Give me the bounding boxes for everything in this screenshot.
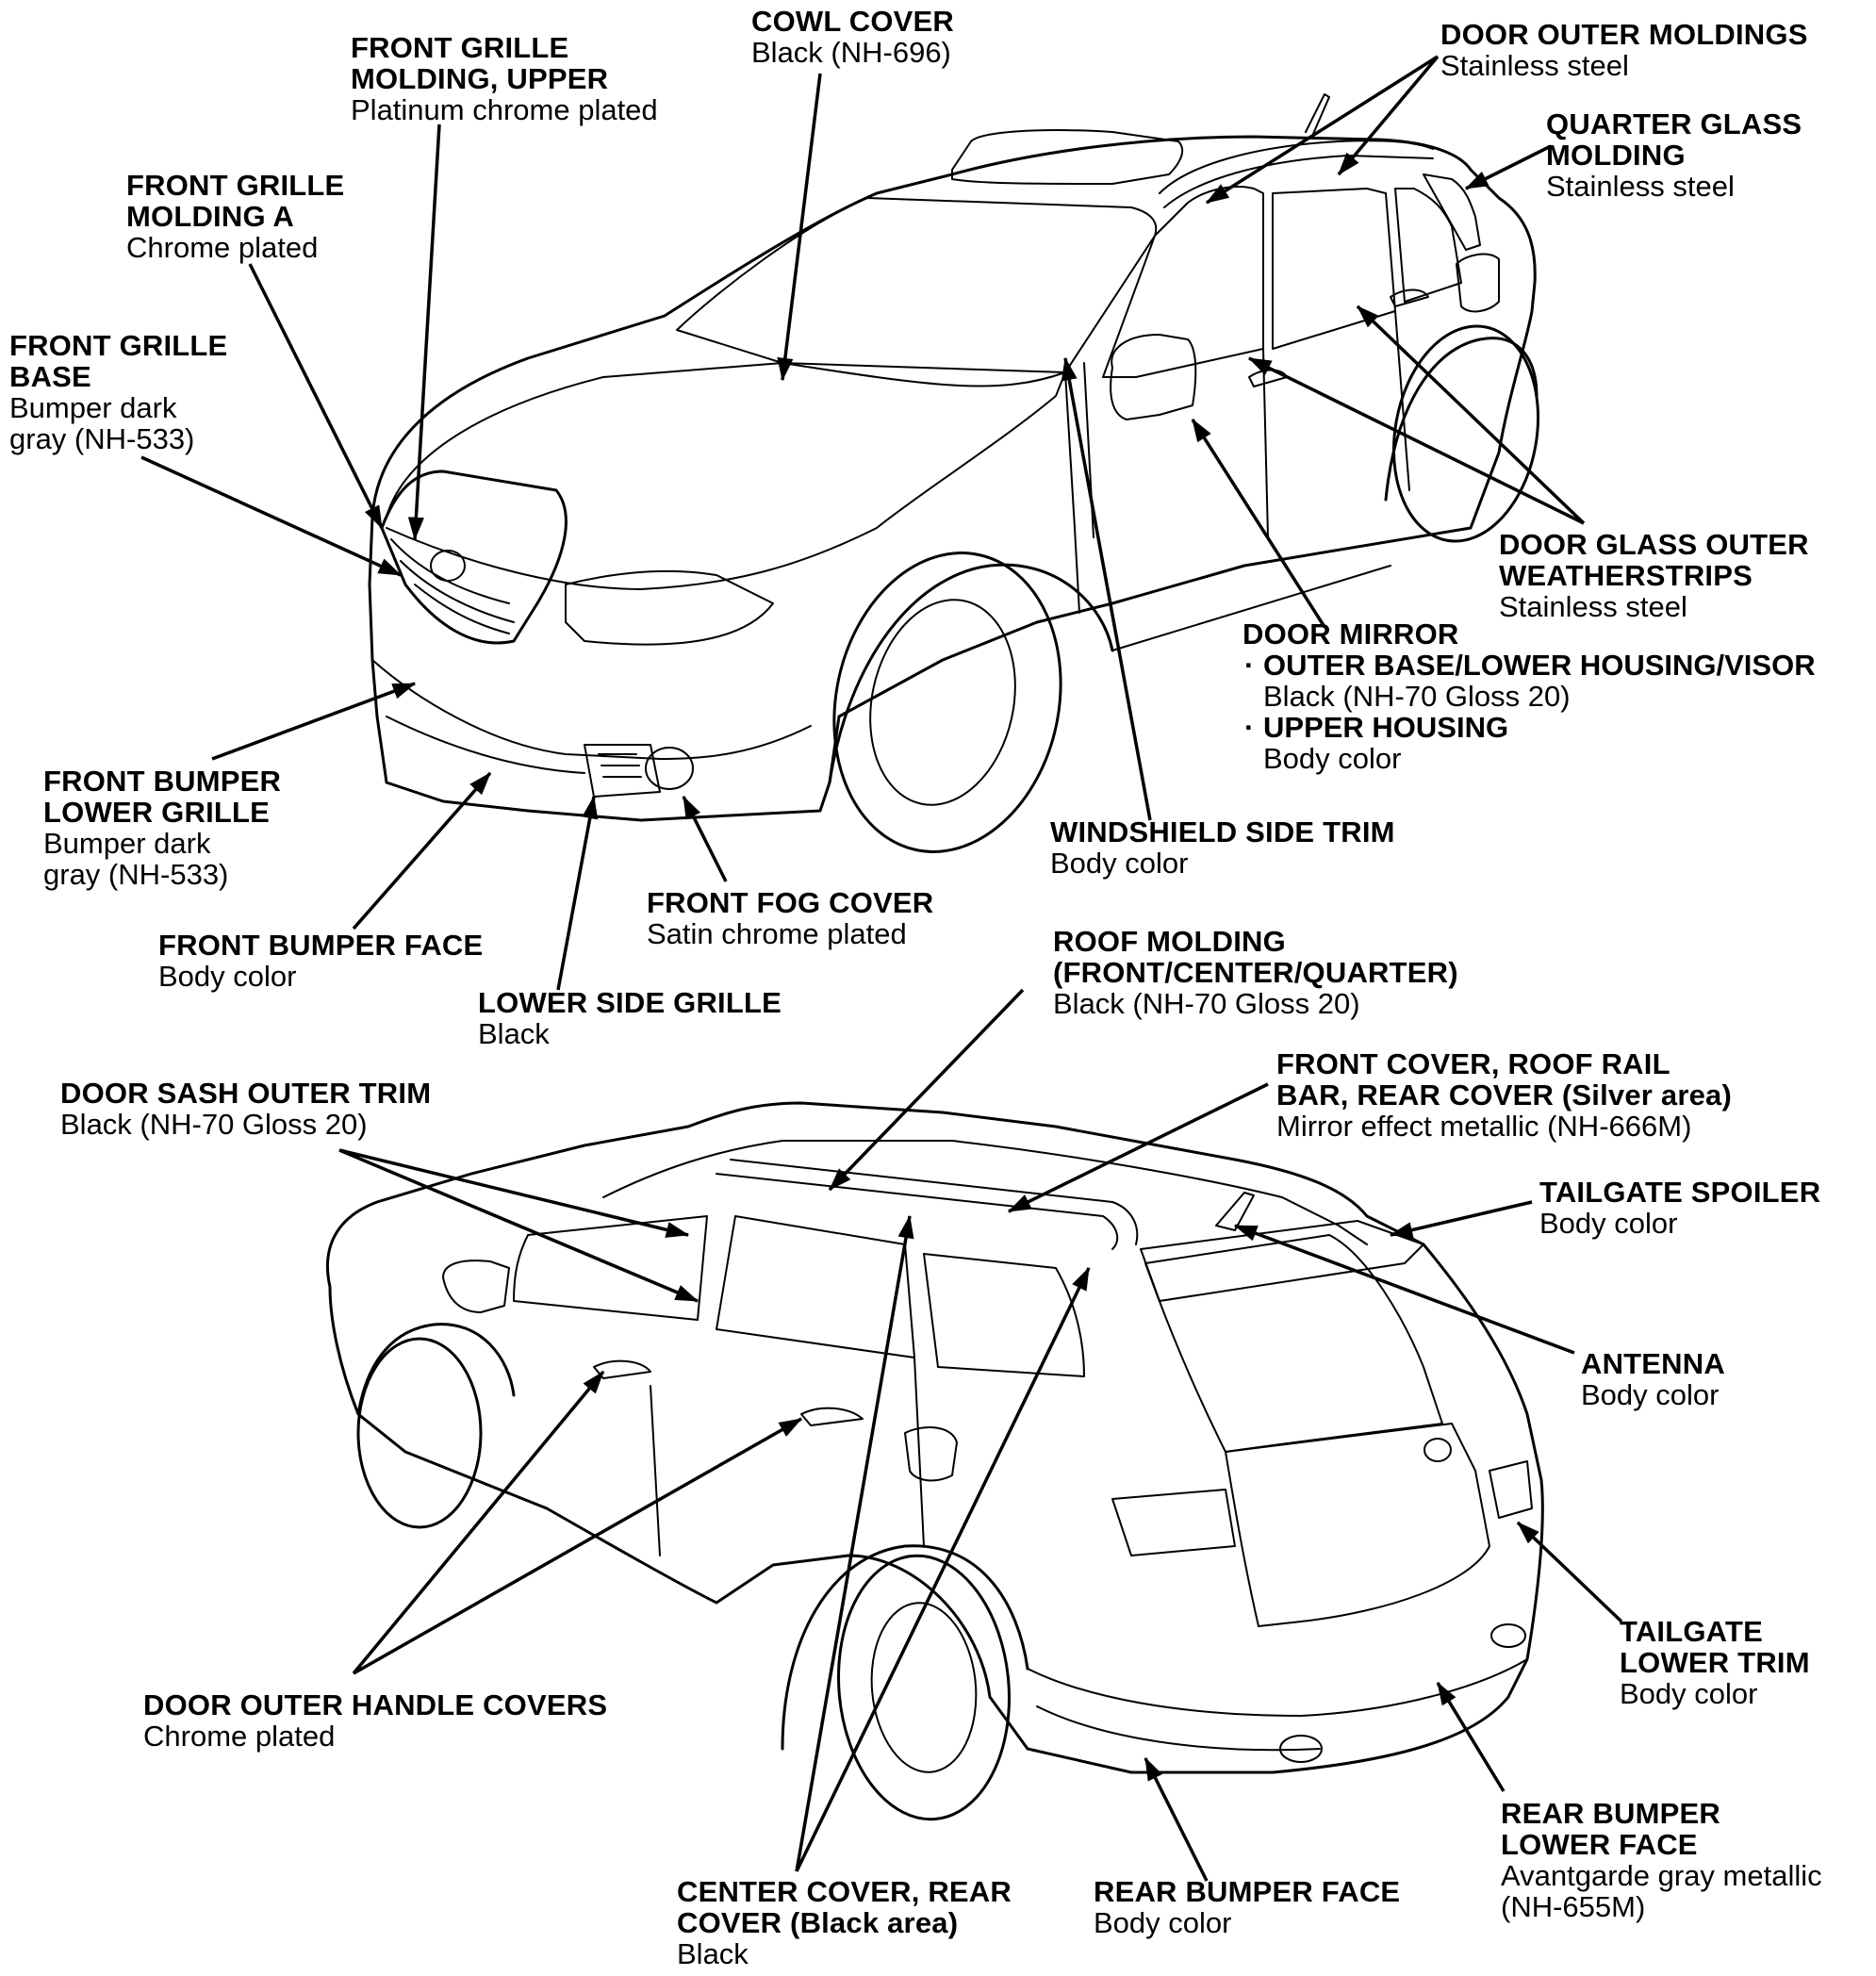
callout-title: MOLDING A xyxy=(126,200,295,233)
callout-rear-bumper-lower-face: REAR BUMPER LOWER FACE Avantgarde gray m… xyxy=(1501,1798,1822,1922)
callout-title: WEATHERSTRIPS xyxy=(1499,559,1753,592)
callout-title: DOOR OUTER MOLDINGS xyxy=(1440,18,1808,51)
callout-title: BAR, REAR COVER (Silver area) xyxy=(1276,1079,1732,1112)
callout-item-spec: Body color xyxy=(1263,742,1402,775)
callout-front-cover-roof-rail: FRONT COVER, ROOF RAIL BAR, REAR COVER (… xyxy=(1276,1048,1732,1142)
callout-spec: Body color xyxy=(1620,1677,1758,1710)
callout-title: LOWER TRIM xyxy=(1620,1646,1810,1679)
callout-title: (FRONT/CENTER/QUARTER) xyxy=(1053,956,1458,989)
callout-title: CENTER COVER, REAR xyxy=(677,1875,1012,1908)
callout-spec: (NH-655M) xyxy=(1501,1890,1646,1923)
callout-front-bumper-lower-grille: FRONT BUMPER LOWER GRILLE Bumper dark gr… xyxy=(43,766,281,890)
callout-title: DOOR MIRROR xyxy=(1242,618,1459,650)
callout-title: TAILGATE SPOILER xyxy=(1539,1176,1821,1209)
callout-title: LOWER GRILLE xyxy=(43,796,271,829)
callout-door-outer-moldings: DOOR OUTER MOLDINGS Stainless steel xyxy=(1440,19,1808,81)
callout-spec: Stainless steel xyxy=(1546,170,1735,203)
callout-spec: Body color xyxy=(158,960,297,993)
callout-spec: Chrome plated xyxy=(126,231,319,264)
callout-spec: Body color xyxy=(1581,1378,1720,1411)
callout-title: LOWER FACE xyxy=(1501,1828,1698,1861)
callout-spec: Avantgarde gray metallic xyxy=(1501,1859,1822,1892)
callout-spec: Body color xyxy=(1094,1906,1232,1939)
callout-cowl-cover: COWL COVER Black (NH-696) xyxy=(751,6,954,68)
callout-title: DOOR OUTER HANDLE COVERS xyxy=(143,1688,608,1721)
callout-lower-side-grille: LOWER SIDE GRILLE Black xyxy=(478,987,782,1049)
callout-spec: Body color xyxy=(1539,1207,1678,1240)
callout-spec: Bumper dark xyxy=(43,827,211,860)
callout-spec: Black xyxy=(677,1937,749,1970)
callout-spec: gray (NH-533) xyxy=(43,858,229,891)
callout-front-grille-molding-upper: FRONT GRILLE MOLDING, UPPER Platinum chr… xyxy=(351,32,658,125)
callout-title: DOOR SASH OUTER TRIM xyxy=(60,1077,432,1110)
callout-front-grille-molding-a: FRONT GRILLE MOLDING A Chrome plated xyxy=(126,170,344,263)
callout-spec: Satin chrome plated xyxy=(647,917,907,950)
callout-spec: Bumper dark xyxy=(9,391,177,424)
callout-title: FRONT FOG COVER xyxy=(647,886,934,919)
callout-spec: Platinum chrome plated xyxy=(351,93,658,126)
callout-door-glass-outer-weatherstrips: DOOR GLASS OUTER WEATHERSTRIPS Stainless… xyxy=(1499,529,1809,622)
callout-spec: Stainless steel xyxy=(1499,590,1687,623)
callout-spec: Chrome plated xyxy=(143,1720,336,1753)
callout-title: LOWER SIDE GRILLE xyxy=(478,986,782,1019)
callout-item-label: OUTER BASE/LOWER HOUSING/VISOR xyxy=(1242,650,1816,681)
callout-spec: gray (NH-533) xyxy=(9,422,195,455)
callout-title: REAR BUMPER xyxy=(1501,1797,1720,1830)
callout-title: FRONT GRILLE xyxy=(9,329,228,362)
callout-title: WINDSHIELD SIDE TRIM xyxy=(1050,815,1395,848)
callout-spec: Body color xyxy=(1050,847,1189,880)
callout-spec: Black xyxy=(478,1017,550,1050)
callout-tailgate-lower-trim: TAILGATE LOWER TRIM Body color xyxy=(1620,1616,1810,1709)
callout-door-outer-handle-covers: DOOR OUTER HANDLE COVERS Chrome plated xyxy=(143,1689,607,1752)
callout-title: REAR BUMPER FACE xyxy=(1094,1875,1401,1908)
callout-title: FRONT BUMPER FACE xyxy=(158,929,484,962)
callout-title: FRONT COVER, ROOF RAIL xyxy=(1276,1047,1670,1080)
callout-title: ROOF MOLDING xyxy=(1053,925,1286,958)
callout-title: COVER (Black area) xyxy=(677,1906,959,1939)
callout-door-sash-outer-trim: DOOR SASH OUTER TRIM Black (NH-70 Gloss … xyxy=(60,1078,431,1140)
callout-title: MOLDING, UPPER xyxy=(351,62,609,95)
callout-tailgate-spoiler: TAILGATE SPOILER Body color xyxy=(1539,1177,1820,1239)
callout-front-grille-base: FRONT GRILLE BASE Bumper dark gray (NH-5… xyxy=(9,330,227,454)
callout-item-label: UPPER HOUSING xyxy=(1242,712,1816,743)
callout-quarter-glass-molding: QUARTER GLASS MOLDING Stainless steel xyxy=(1546,108,1802,202)
callout-door-mirror: DOOR MIRROR OUTER BASE/LOWER HOUSING/VIS… xyxy=(1242,618,1816,774)
callout-spec: Black (NH-70 Gloss 20) xyxy=(60,1108,368,1141)
leader-lines xyxy=(140,55,1623,1882)
callout-title: MOLDING xyxy=(1546,139,1686,172)
callout-item-spec: Black (NH-70 Gloss 20) xyxy=(1263,680,1571,713)
callout-spec: Stainless steel xyxy=(1440,49,1629,82)
callout-title: FRONT GRILLE xyxy=(126,169,345,202)
callout-front-fog-cover: FRONT FOG COVER Satin chrome plated xyxy=(647,887,933,949)
callout-title: ANTENNA xyxy=(1581,1347,1725,1380)
callout-spec: Black (NH-696) xyxy=(751,36,951,69)
callout-title: BASE xyxy=(9,360,91,393)
callout-rear-bumper-face: REAR BUMPER FACE Body color xyxy=(1094,1876,1400,1938)
callout-title: QUARTER GLASS xyxy=(1546,107,1802,140)
callout-title: FRONT GRILLE xyxy=(351,31,569,64)
callout-antenna: ANTENNA Body color xyxy=(1581,1348,1725,1410)
callout-title: DOOR GLASS OUTER xyxy=(1499,528,1809,561)
callout-front-bumper-face: FRONT BUMPER FACE Body color xyxy=(158,930,483,992)
rear-view-car-drawing xyxy=(325,1101,1544,1821)
callout-title: COWL COVER xyxy=(751,5,954,38)
callout-title: TAILGATE xyxy=(1620,1615,1763,1648)
callout-spec: Mirror effect metallic (NH-666M) xyxy=(1276,1110,1692,1143)
callout-windshield-side-trim: WINDSHIELD SIDE TRIM Body color xyxy=(1050,816,1395,879)
callout-roof-molding: ROOF MOLDING (FRONT/CENTER/QUARTER) Blac… xyxy=(1053,926,1458,1019)
callout-spec: Black (NH-70 Gloss 20) xyxy=(1053,987,1360,1020)
callout-center-cover-rear-cover: CENTER COVER, REAR COVER (Black area) Bl… xyxy=(677,1876,1012,1969)
callout-title: FRONT BUMPER xyxy=(43,765,282,798)
